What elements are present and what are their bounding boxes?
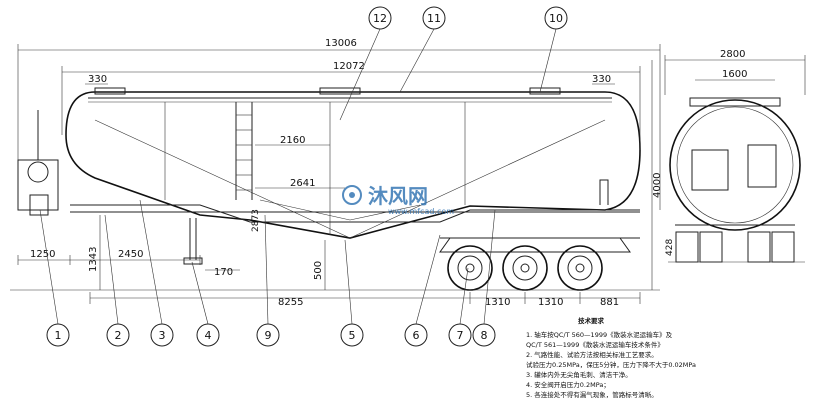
note-line: 5. 各连接处不得有漏气现象，管路标号清晰。	[526, 390, 658, 399]
callout-circle	[404, 323, 428, 347]
callout-circle	[422, 6, 446, 30]
dim-end-width: 2800	[720, 49, 745, 60]
note-line: 试验压力0.25MPa，保压5分钟，压力下降不大于0.02MPa	[526, 360, 696, 369]
callout-circle	[448, 323, 472, 347]
side-view	[10, 87, 660, 291]
callout-number: 5	[349, 329, 356, 342]
wheel-1	[447, 245, 493, 291]
dim-rear-881: 881	[600, 297, 619, 308]
callout-leader	[459, 267, 469, 325]
callout-circle	[368, 6, 392, 30]
technical-notes: 技术要求 1. 轴车按QC/T 560—1999《散装水泥运输车》及 QC/T …	[526, 316, 696, 399]
callout-leader	[39, 209, 59, 325]
callout-circle	[46, 323, 70, 347]
note-line: 1. 轴车按QC/T 560—1999《散装水泥运输车》及	[526, 330, 673, 339]
callout-leader	[539, 28, 557, 93]
wheel-2	[502, 245, 548, 291]
callout-circle	[340, 323, 364, 347]
front-compressor	[17, 159, 59, 211]
callout-circle	[472, 323, 496, 347]
callout-number: 8	[481, 329, 488, 342]
dim-front-2450: 2450	[118, 249, 143, 260]
end-view: 2800 1600 428	[664, 49, 806, 263]
callout-circle	[544, 6, 568, 30]
callout-number: 1	[55, 329, 62, 342]
watermark-url: www.mfcad.com	[388, 207, 454, 216]
note-line: QC/T 561—1999《散装水泥运输车技术条件》	[526, 340, 664, 349]
dim-axle-1310-b: 1310	[538, 297, 563, 308]
ladder	[235, 102, 253, 200]
notes-heading: 技术要求	[578, 316, 605, 325]
callout-leader	[344, 239, 353, 325]
dim-170: 170	[214, 267, 233, 278]
callout-leader	[415, 234, 441, 325]
dim-flange-left: 330	[88, 74, 107, 85]
callout-leader	[264, 214, 269, 325]
watermark: 沐风网 www.mfcad.com	[342, 184, 454, 216]
callout-leader	[104, 214, 119, 325]
callout-leader	[139, 199, 163, 325]
landing-gear	[183, 218, 203, 265]
callout-circle	[256, 323, 280, 347]
callout-leader	[339, 28, 381, 121]
callout-number: 10	[549, 12, 563, 25]
callout-leader	[191, 261, 209, 325]
note-line: 4. 安全阀开启压力0.2MPa；	[526, 380, 610, 389]
callout-circle	[196, 323, 220, 347]
dimension-lines: 13006 12072 330 330 2160 2641 2873 1250 …	[17, 38, 663, 308]
callout-number: 6	[413, 329, 420, 342]
dim-front-1250: 1250	[30, 249, 55, 260]
end-compressor	[691, 149, 729, 191]
dim-axle-1310-a: 1310	[485, 297, 510, 308]
callout-number: 2	[115, 329, 122, 342]
callout-leader	[483, 209, 496, 325]
callout-number: 9	[265, 329, 272, 342]
dim-overall-length: 13006	[325, 38, 357, 49]
dim-8255: 8255	[278, 297, 303, 308]
callout-number: 7	[457, 329, 464, 342]
callout-circle	[106, 323, 130, 347]
dim-flange-right: 330	[592, 74, 611, 85]
watermark-brand: 沐风网	[368, 184, 428, 208]
callout-number: 3	[159, 329, 166, 342]
dim-inner-2641: 2641	[290, 178, 315, 189]
dim-total-height: 4000	[652, 173, 663, 198]
callout-leader	[399, 28, 435, 93]
callout-number: 12	[373, 12, 387, 25]
callout-number: 11	[427, 12, 441, 25]
dim-inner-2160: 2160	[280, 135, 305, 146]
note-line: 2. 气路性能、试验方法按相关标准工艺要求。	[526, 350, 658, 359]
note-line: 3. 罐体内外无尖角毛刺、清洁干净。	[526, 370, 632, 379]
wheel-3	[557, 245, 603, 291]
end-tank-shell	[669, 99, 801, 231]
dim-height-1343: 1343	[88, 247, 99, 272]
callout-number: 4	[205, 329, 212, 342]
dim-diag-2873: 2873	[251, 209, 261, 232]
dim-end-track: 1600	[722, 69, 747, 80]
dim-500: 500	[313, 261, 324, 280]
dim-tank-length: 12072	[333, 61, 365, 72]
callout-circle	[150, 323, 174, 347]
dim-end-428: 428	[665, 239, 675, 256]
tank-body	[65, 91, 641, 239]
